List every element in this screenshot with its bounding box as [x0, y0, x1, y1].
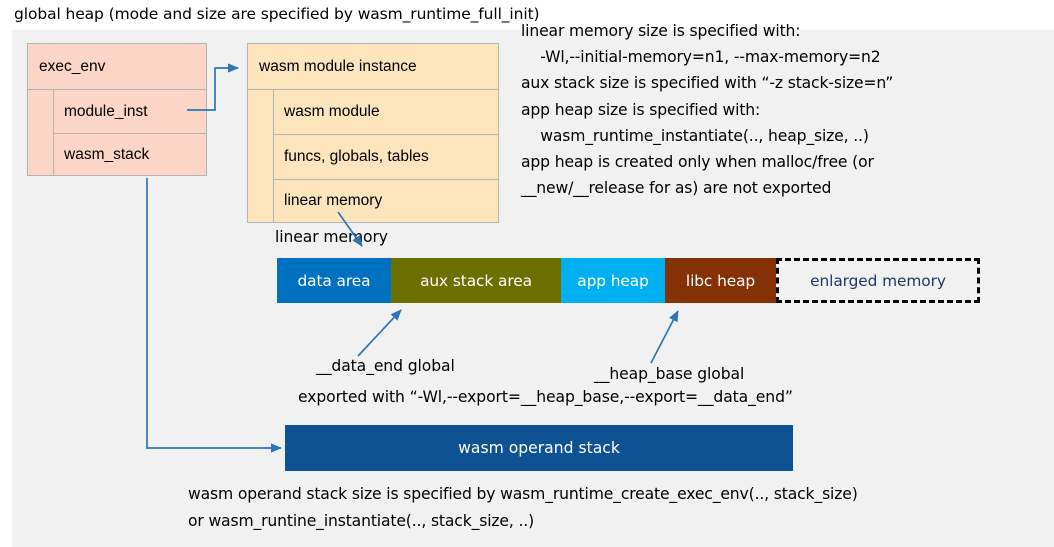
exec-env-field-module-inst: module_inst	[64, 102, 148, 120]
module-instance-gutter	[248, 90, 274, 223]
wasm-module-instance-box: wasm module instance wasm module funcs, …	[247, 43, 499, 223]
exec-env-header: exec_env	[28, 44, 206, 90]
heap-base-annotation: __heap_base global	[594, 365, 745, 383]
module-instance-body: wasm module funcs, globals, tables linea…	[248, 90, 498, 223]
exec-env-fields: module_inst wasm_stack	[54, 90, 206, 176]
operand-stack-notes-text: wasm operand stack size is specified by …	[188, 485, 858, 530]
memory-segment-aux-stack-area: aux stack area	[391, 258, 561, 303]
page-title: global heap (mode and size are specified…	[14, 5, 540, 23]
data-end-annotation: __data_end global	[316, 357, 455, 375]
exec-env-field-wasm-stack: wasm_stack	[54, 133, 206, 176]
exec-env-body: module_inst wasm_stack	[28, 90, 206, 176]
wasm-operand-stack-bar: wasm operand stack	[285, 425, 793, 471]
memory-segment-data-area: data area	[277, 258, 391, 303]
linear-memory-label: linear memory	[275, 228, 388, 246]
runtime-notes-text: linear memory size is specified with: -W…	[521, 22, 894, 198]
module-instance-field-funcs-globals-tables: funcs, globals, tables	[274, 134, 498, 178]
module-instance-header: wasm module instance	[248, 44, 498, 90]
exec-env-box: exec_env module_inst wasm_stack	[27, 43, 207, 176]
memory-segment-enlarged-memory: enlarged memory	[776, 258, 980, 303]
memory-segment-libc-heap: libc heap	[665, 258, 776, 303]
export-note-annotation: exported with “-Wl,--export=__heap_base,…	[298, 388, 793, 406]
module-instance-field-linear-memory: linear memory	[274, 178, 498, 223]
module-instance-field-wasm-module: wasm module	[284, 103, 380, 121]
module-instance-fields: wasm module funcs, globals, tables linea…	[274, 90, 498, 223]
memory-segment-app-heap: app heap	[561, 258, 665, 303]
exec-env-gutter	[28, 90, 54, 176]
